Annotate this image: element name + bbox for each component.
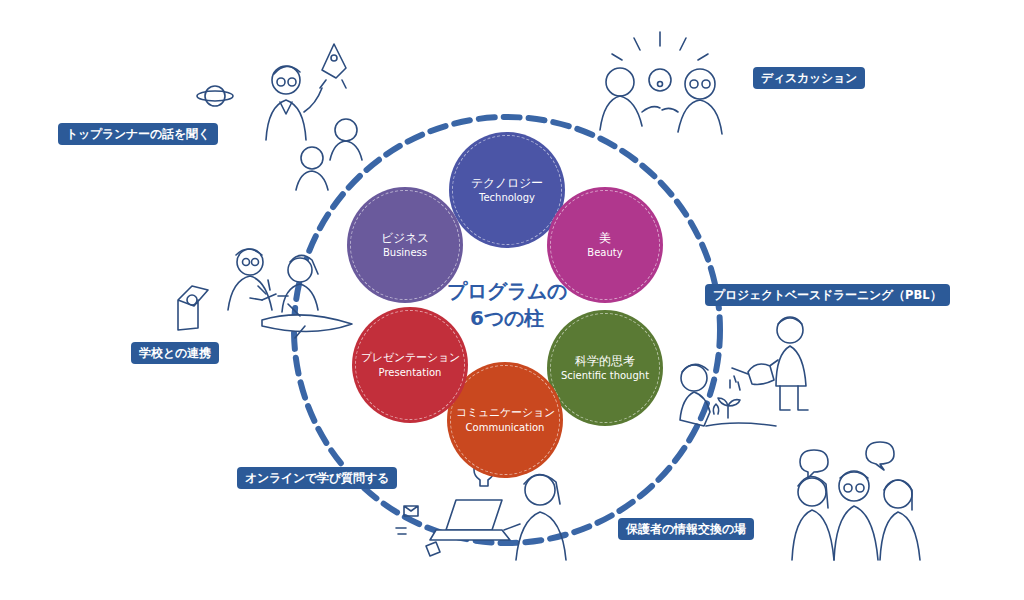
activity-badge: 保護者の情報交換の場 <box>618 518 754 540</box>
node-label: テクノロジー <box>471 176 543 191</box>
node-label: ビジネス <box>381 231 429 246</box>
node-label: 保護者の情報交換の場 <box>626 522 746 536</box>
node-sublabel: Technology <box>479 191 535 204</box>
node-sublabel: Scientific thought <box>561 369 649 382</box>
node-label: プロジェクトベースドラーニング（PBL） <box>713 288 942 302</box>
node-label: 美 <box>599 231 611 246</box>
activity-badge: トップランナーの話を聞く <box>58 123 218 145</box>
node-sublabel: Communication <box>466 421 545 434</box>
pillar-circle: ビジネスBusiness <box>347 187 463 303</box>
pillar-circle: 科学的思考Scientific thought <box>547 310 663 426</box>
node-sublabel: Beauty <box>587 246 622 259</box>
activity-badge: ディスカッション <box>753 67 865 89</box>
activity-badge: プロジェクトベースドラーニング（PBL） <box>705 284 950 306</box>
parents-figures <box>792 442 920 560</box>
gardening-figures <box>680 317 808 426</box>
node-label: オンラインで学び質問する <box>245 471 389 485</box>
activity-badge: 学校との連携 <box>131 342 219 364</box>
node-label: 学校との連携 <box>139 346 211 360</box>
handshake-figures <box>178 249 352 338</box>
node-label: プレゼンテーション <box>361 351 460 365</box>
node-sublabel: Presentation <box>379 366 442 379</box>
discussion-figures <box>600 32 722 134</box>
node-label: トップランナーの話を聞く <box>66 127 210 141</box>
node-sublabel: Business <box>383 246 427 259</box>
node-label: ディスカッション <box>761 71 857 85</box>
speaker-figure <box>197 44 362 190</box>
activity-badge: オンラインで学び質問する <box>237 467 397 489</box>
node-label: 科学的思考 <box>575 354 635 369</box>
node-label: コミュニケーション <box>456 406 555 420</box>
pillar-circle: プレゼンテーションPresentation <box>352 307 468 423</box>
center-title: プログラムの 6つの柱 <box>437 278 577 332</box>
